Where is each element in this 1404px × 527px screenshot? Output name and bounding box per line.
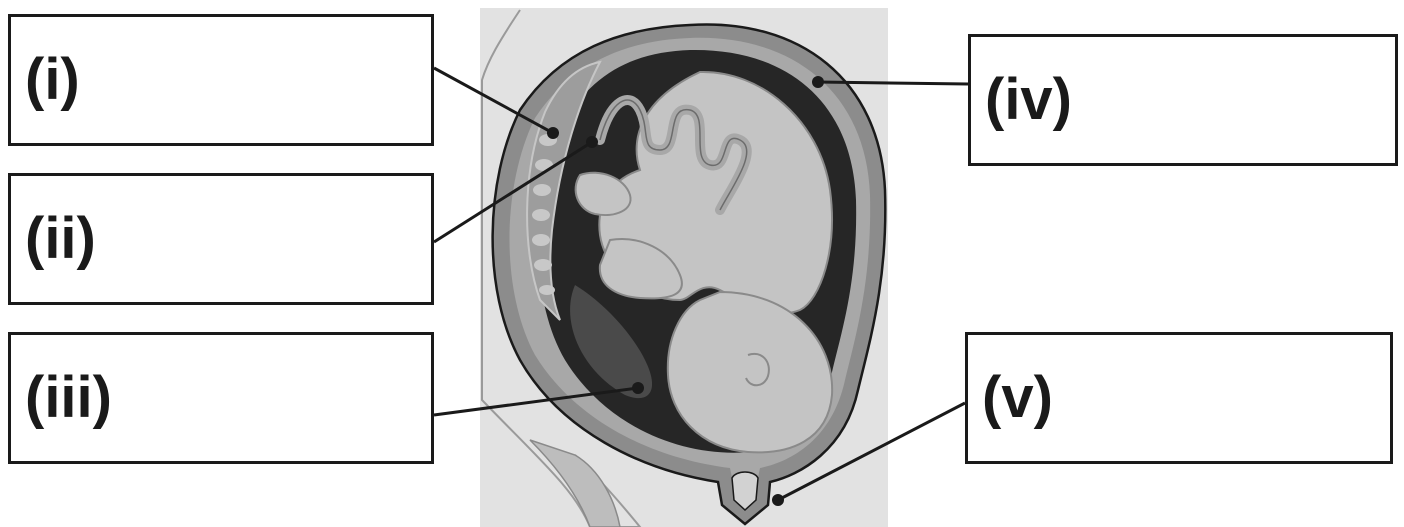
label-box-ii[interactable]: (ii)	[8, 173, 434, 305]
label-box-iv[interactable]: (iv)	[968, 34, 1398, 166]
label-text-ii: (ii)	[11, 210, 96, 268]
label-text-i: (i)	[11, 51, 80, 109]
label-text-iv: (iv)	[971, 71, 1072, 129]
label-box-i[interactable]: (i)	[8, 14, 434, 146]
leader-dot-iv	[812, 76, 824, 88]
leader-line-iv	[818, 82, 968, 84]
label-text-iii: (iii)	[11, 369, 112, 427]
label-text-v: (v)	[968, 369, 1053, 427]
leader-dot-iii	[632, 382, 644, 394]
leader-dot-i	[547, 127, 559, 139]
label-box-iii[interactable]: (iii)	[8, 332, 434, 464]
label-box-v[interactable]: (v)	[965, 332, 1393, 464]
leader-dot-ii	[586, 136, 598, 148]
leader-dot-v	[772, 494, 784, 506]
